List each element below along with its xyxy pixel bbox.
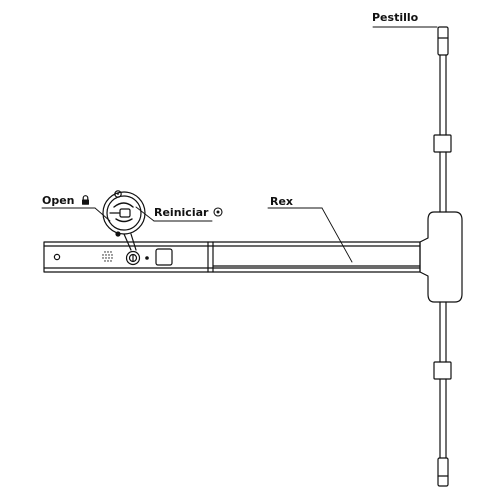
lower-rod-guide [433, 361, 452, 380]
lock-icon [82, 195, 90, 205]
vertical-rod-lower [439, 301, 447, 459]
key-cylinder-callout [102, 190, 146, 251]
label-reiniciar: Reiniciar [154, 206, 223, 219]
label-pestillo: Pestillo [372, 11, 419, 24]
top-latch-head [437, 26, 449, 56]
push-bar [43, 241, 421, 273]
leader-lines [41, 26, 438, 263]
vertical-rod-upper [439, 54, 447, 213]
rex-sensor-window [155, 248, 173, 266]
target-circle-icon [213, 207, 223, 217]
label-rex: Rex [270, 195, 294, 208]
bottom-latch-head [437, 457, 449, 487]
label-open: Open [42, 194, 90, 207]
status-led [145, 256, 149, 260]
center-housing [419, 211, 463, 303]
key-cylinder [125, 250, 141, 266]
speaker-grille [102, 251, 113, 262]
upper-rod-guide [433, 134, 452, 153]
